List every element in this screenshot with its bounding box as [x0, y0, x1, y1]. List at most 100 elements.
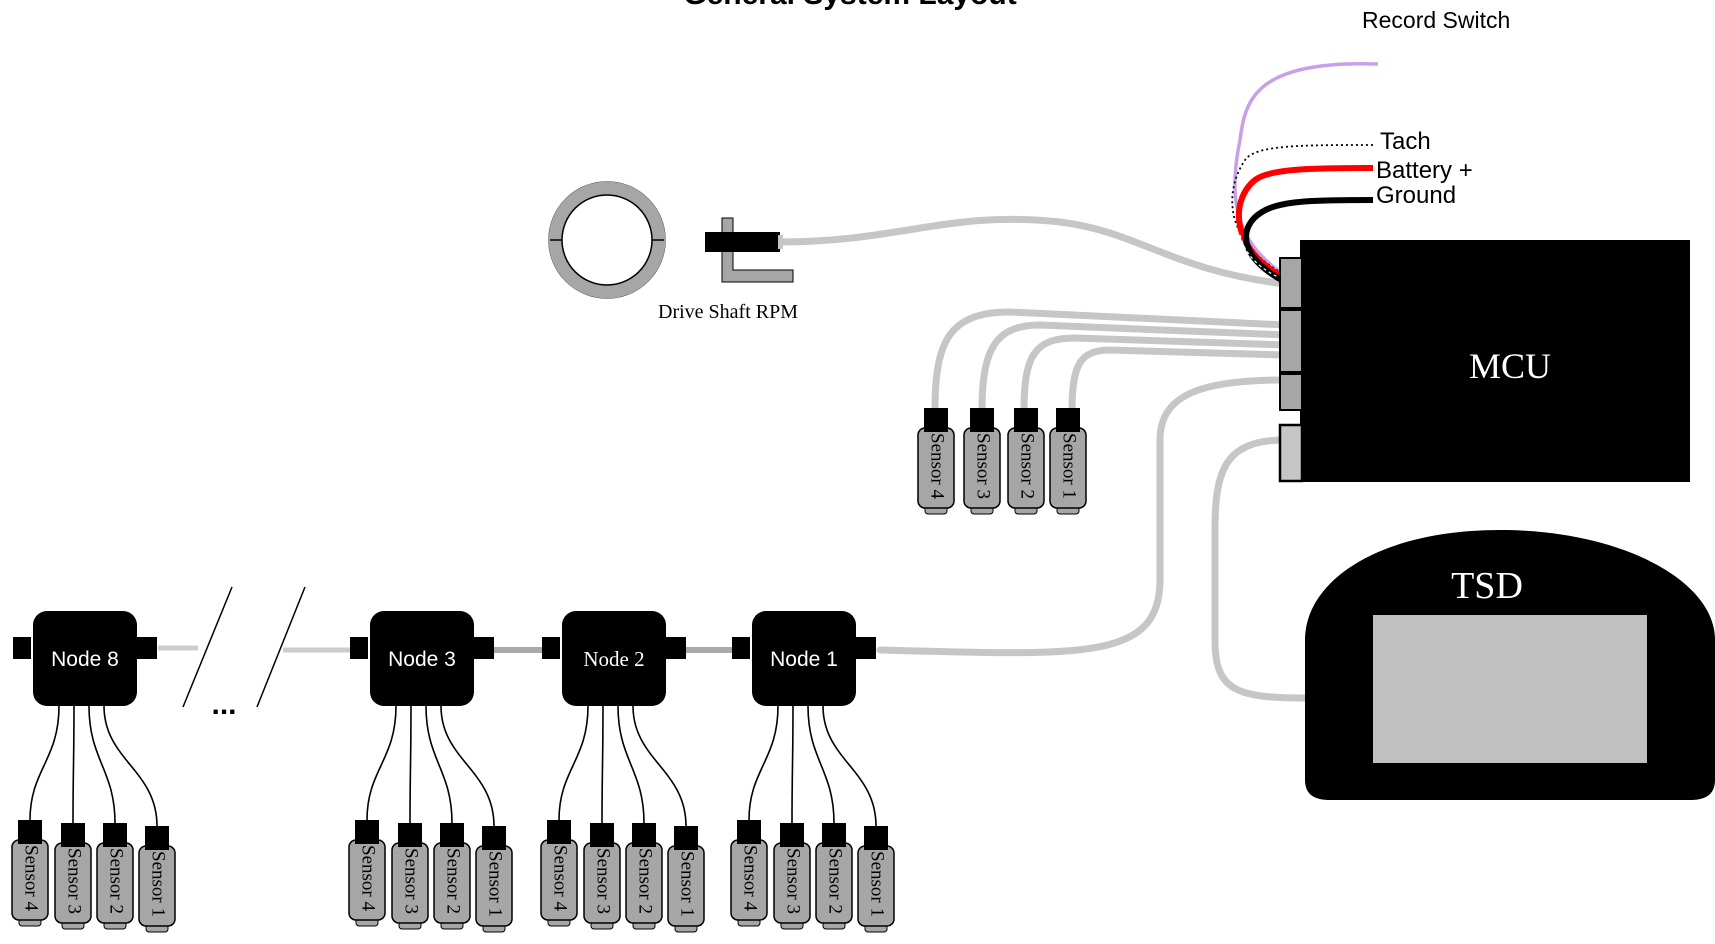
- node8-sensor-3-cap: [61, 823, 85, 847]
- node8-connector-left: [13, 637, 31, 659]
- node8-sensor-4-cap: [18, 820, 42, 844]
- tach-label: Tach: [1380, 128, 1431, 155]
- node3-sensor-2: Sensor 2: [433, 823, 471, 930]
- node2-sensor-4: Sensor 4: [540, 820, 578, 927]
- node1-connector-right: [854, 637, 876, 659]
- node2: Node 2 Sensor 4 Sensor 3 Sensor 2 Sensor 1: [540, 611, 705, 933]
- node1-sensor-3: Sensor 3: [773, 823, 811, 930]
- node2-sensor-1-label: Sensor 1: [677, 851, 698, 917]
- node8-sensor-4: Sensor 4: [11, 820, 49, 927]
- node3-sensor-4: Sensor 4: [348, 820, 386, 927]
- drive-shaft-cable: [776, 215, 1289, 288]
- node3-sensor-2-label: Sensor 2: [443, 848, 464, 914]
- cables: [158, 215, 1309, 702]
- node8-sensor-3: Sensor 3: [54, 823, 92, 930]
- node8-sensor-2-cap: [103, 823, 127, 847]
- break-slash-left: [182, 586, 233, 708]
- node2-body: [562, 611, 666, 706]
- node8-sensor-1: Sensor 1: [138, 826, 176, 933]
- mcu-sensor-2-label: Sensor 2: [1017, 433, 1038, 499]
- node8-connector-right: [135, 637, 157, 659]
- node1-sensor-3-cap: [780, 823, 804, 847]
- mcu-sensor-3: Sensor 3: [963, 408, 1001, 515]
- node3-connector-right: [472, 637, 494, 659]
- mcu-sensor-4-cable: [931, 308, 1289, 414]
- node1-sensor-4: Sensor 4: [730, 820, 768, 927]
- node-chain-cable: [876, 376, 1289, 657]
- node1-sensor-2-label: Sensor 2: [825, 848, 846, 914]
- mcu-box: [1300, 240, 1690, 482]
- node1-connector-left: [732, 637, 750, 659]
- node1-sensor-1: Sensor 1: [857, 826, 895, 933]
- mcu-sensor-1-cap: [1056, 408, 1080, 432]
- mcu-sensor-group: Sensor 4 Sensor 3 Sensor 2 Sensor 1: [917, 408, 1087, 515]
- node3-sensor-3: Sensor 3: [391, 823, 429, 930]
- node1-sensor-3-label: Sensor 3: [783, 848, 804, 914]
- tsd-label: TSD: [1451, 565, 1523, 607]
- node1-wire-4: [748, 705, 779, 821]
- node2-wire-2: [617, 705, 645, 824]
- node2-wire-3: [601, 705, 604, 824]
- mcu-sensor-4-label: Sensor 4: [927, 433, 948, 499]
- node8-sensor-4-label: Sensor 4: [21, 845, 42, 911]
- node3-wire-2: [425, 705, 453, 824]
- mcu-unit: MCU: [1278, 240, 1690, 483]
- mcu-sensor-4-cap: [924, 408, 948, 432]
- mcu-sensor-3-cap: [970, 408, 994, 432]
- mcu-sensor-2-cable: [1020, 334, 1289, 414]
- node1-wire-1: [822, 705, 877, 827]
- mcu-port-tsd: [1278, 423, 1304, 483]
- node8-wire-3: [72, 705, 75, 824]
- ground-label: Ground: [1376, 182, 1456, 209]
- node3-sensor-3-cap: [398, 823, 422, 847]
- drive-shaft-ring-fill: [548, 181, 666, 299]
- node3-label: Node 3: [388, 648, 456, 671]
- node1: Node 1 Sensor 4 Sensor 3 Sensor 2 Sensor 1: [730, 611, 895, 933]
- node3-connector-left: [350, 637, 368, 659]
- node1-label: Node 1: [770, 648, 838, 671]
- node2-connector-left: [542, 637, 560, 659]
- node2-sensor-4-cap: [547, 820, 571, 844]
- node2-wire-1: [632, 705, 687, 827]
- node1-body: [752, 611, 856, 706]
- node8-sensor-3-label: Sensor 3: [64, 848, 85, 914]
- tach-wire: [1231, 144, 1374, 276]
- ground-wire: [1243, 197, 1374, 285]
- diagram-title: General System Layout: [683, 0, 1016, 11]
- node8-body: [33, 611, 137, 706]
- node3-sensor-1-label: Sensor 1: [485, 851, 506, 917]
- mcu-port-power: [1279, 257, 1303, 309]
- mcu-label: MCU: [1469, 346, 1551, 386]
- node8-sensor-2: Sensor 2: [96, 823, 134, 930]
- node8-wire-4: [29, 705, 60, 821]
- node1-sensor-2: Sensor 2: [815, 823, 853, 930]
- node8-sensor-2-label: Sensor 2: [106, 848, 127, 914]
- mcu-sensor-1: Sensor 1: [1049, 408, 1087, 515]
- node8-sensor-1-cap: [145, 826, 169, 850]
- mcu-tsd-cable: [1211, 436, 1309, 702]
- drive-shaft-ring-inner: [561, 194, 653, 286]
- node1-sensor-2-cap: [822, 823, 846, 847]
- mcu-sensor-3-cable: [978, 321, 1289, 414]
- power-wires: [1231, 62, 1379, 285]
- node8-wire-1: [103, 705, 158, 827]
- node2-sensor-4-label: Sensor 4: [550, 845, 571, 911]
- node2-label: Node 2: [583, 647, 644, 671]
- battery-label: Battery +: [1376, 157, 1473, 184]
- node2-sensor-2: Sensor 2: [625, 823, 663, 930]
- mcu-sensor-4: Sensor 4: [917, 408, 955, 515]
- node2-sensor-3-label: Sensor 3: [593, 848, 614, 914]
- node1-sensor-4-label: Sensor 4: [740, 845, 761, 911]
- node2-sensor-2-label: Sensor 2: [635, 848, 656, 914]
- record-switch-label: Record Switch: [1362, 7, 1510, 33]
- mcu-sensor-1-cable: [1068, 346, 1289, 414]
- node3-sensor-1: Sensor 1: [475, 826, 513, 933]
- node2-sensor-1-cap: [674, 826, 698, 850]
- node3-wire-4: [366, 705, 397, 821]
- node1-sensor-1-cap: [864, 826, 888, 850]
- node2-sensor-1: Sensor 1: [667, 826, 705, 933]
- node2-sensor-3: Sensor 3: [583, 823, 621, 930]
- node3-body: [370, 611, 474, 706]
